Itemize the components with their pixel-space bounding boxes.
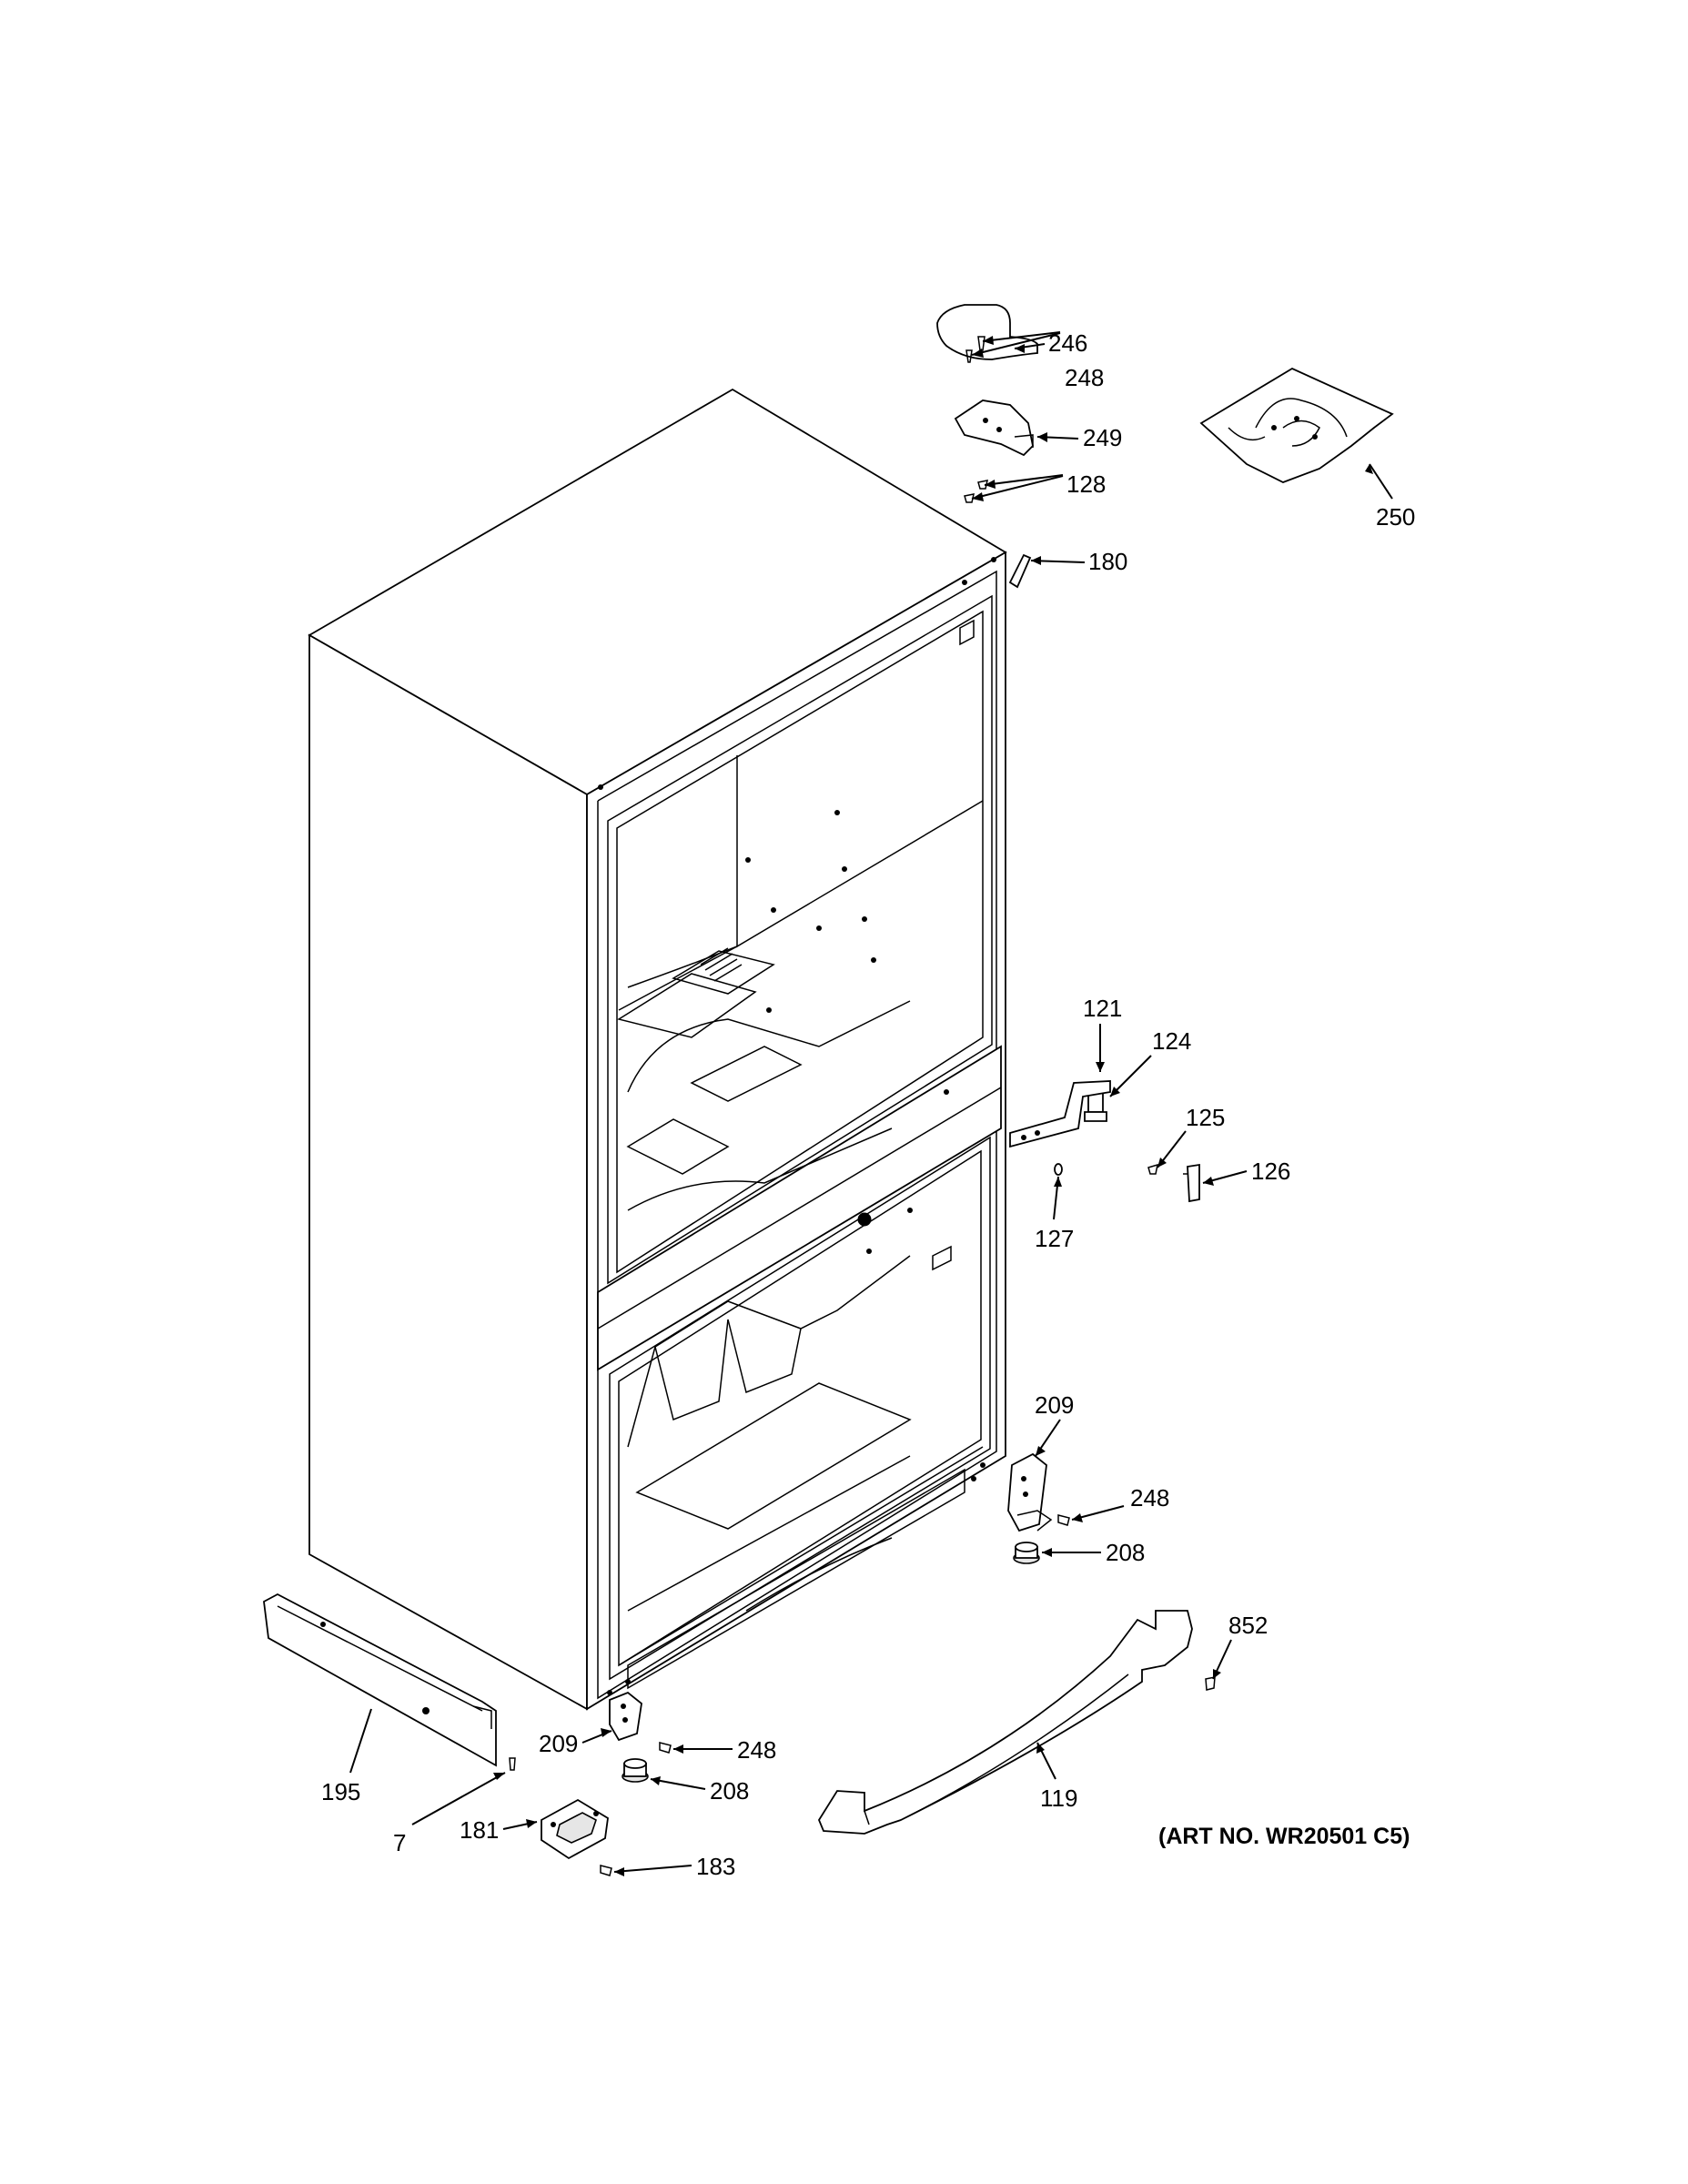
screw-248-left <box>659 1742 672 1754</box>
callout-128: 128 <box>1066 470 1106 498</box>
center-hinge-124 <box>1009 1080 1111 1148</box>
callout-7: 7 <box>393 1829 406 1856</box>
roller-assembly-181 <box>541 1798 609 1860</box>
part-180 <box>1008 553 1032 589</box>
callout-248: 248 <box>1065 364 1104 391</box>
screws-128 <box>964 480 988 503</box>
refrigerator-cabinet <box>308 388 1007 1711</box>
screw-183 <box>600 1865 612 1876</box>
leader-arrowheads <box>493 336 1373 1876</box>
screw-248-right <box>1057 1514 1070 1526</box>
callout-208: 208 <box>1106 1539 1145 1566</box>
bracket-209-right <box>1007 1452 1053 1532</box>
screw-125 <box>1147 1163 1158 1175</box>
callout-246: 246 <box>1048 329 1087 357</box>
callout-208: 208 <box>710 1777 749 1805</box>
grille-119 <box>817 1610 1193 1835</box>
callout-127: 127 <box>1035 1225 1074 1252</box>
callout-209: 209 <box>539 1730 578 1757</box>
leveling-leg-208-left <box>622 1758 649 1783</box>
bracket-209-left <box>609 1691 642 1742</box>
leveling-leg-208-right <box>1013 1542 1040 1564</box>
callout-852: 852 <box>1228 1612 1268 1639</box>
callout-124: 124 <box>1152 1027 1191 1055</box>
callout-195: 195 <box>321 1778 360 1805</box>
callout-183: 183 <box>696 1853 735 1880</box>
callout-119: 119 <box>1040 1785 1077 1812</box>
hardware-bag-250 <box>1199 367 1394 483</box>
callout-248: 248 <box>1130 1484 1169 1512</box>
top-hinge-249 <box>954 399 1034 457</box>
kickplate-195 <box>263 1592 497 1767</box>
callout-121: 121 <box>1083 995 1122 1022</box>
bracket-126 <box>1183 1163 1200 1203</box>
callout-125: 125 <box>1186 1104 1225 1131</box>
callout-249: 249 <box>1083 424 1122 451</box>
vent-grille <box>700 947 743 982</box>
callout-209: 209 <box>1035 1391 1074 1419</box>
screw-7 <box>509 1757 516 1771</box>
callout-250: 250 <box>1376 503 1415 531</box>
callout-126: 126 <box>1251 1158 1290 1185</box>
callout-labels: 246 248 249 128 180 250 121 124 125 126 … <box>321 329 1415 1880</box>
callout-248: 248 <box>737 1736 776 1764</box>
part-127 <box>1054 1163 1063 1176</box>
art-number: (ART NO. WR20501 C5) <box>1158 1824 1410 1849</box>
screws-248 <box>965 336 986 363</box>
screw-852 <box>1205 1676 1216 1691</box>
callout-181: 181 <box>460 1816 499 1844</box>
callout-180: 180 <box>1088 548 1127 575</box>
